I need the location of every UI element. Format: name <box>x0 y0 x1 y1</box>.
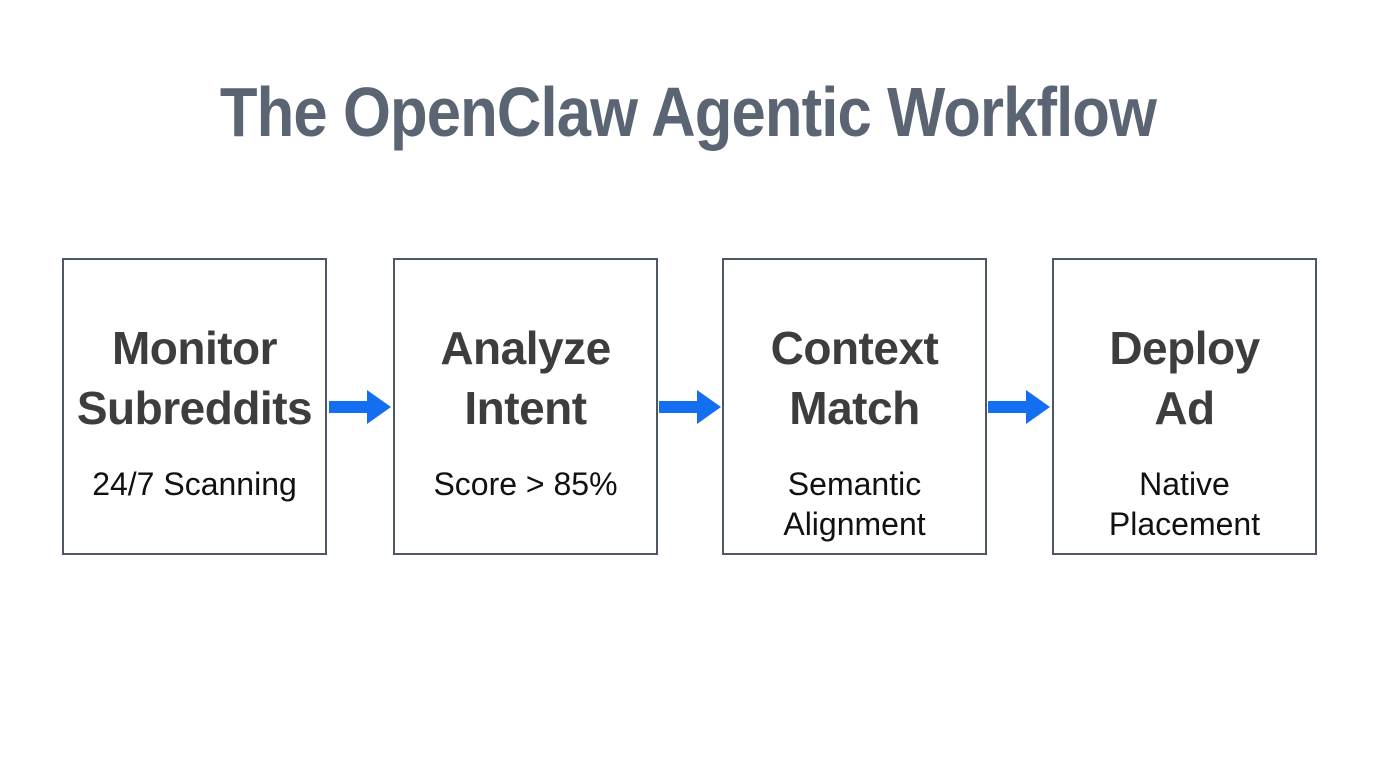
step-subtitle-line: Semantic <box>787 466 922 502</box>
step-subtitle: 24/7 Scanning <box>92 464 297 504</box>
flow-arrow-right-icon <box>659 390 721 424</box>
flow-step-context-match: Context Match Semantic Alignment <box>722 258 987 555</box>
flow-arrow-right-icon <box>329 390 391 424</box>
arrow-head <box>1026 390 1050 424</box>
step-subtitle: Native Placement <box>1109 464 1260 544</box>
step-subtitle: Score > 85% <box>433 464 617 504</box>
flow-step-analyze-intent: Analyze Intent Score > 85% <box>393 258 658 555</box>
step-title-line: Intent <box>464 382 587 434</box>
step-title: Monitor Subreddits <box>76 318 313 438</box>
step-title: Analyze Intent <box>440 318 611 438</box>
page-title: The OpenClaw Agentic Workflow <box>219 73 1157 151</box>
arrow-body <box>988 401 1028 413</box>
step-title-line: Context <box>770 322 939 374</box>
step-title-line: Ad <box>1154 382 1215 434</box>
flow-arrow-right-icon <box>988 390 1050 424</box>
arrow-head <box>367 390 391 424</box>
step-title: Deploy Ad <box>1109 318 1260 438</box>
arrow-body <box>659 401 699 413</box>
step-subtitle-line: Alignment <box>783 506 926 542</box>
step-subtitle-line: Score > 85% <box>433 466 618 502</box>
step-subtitle-line: 24/7 Scanning <box>92 466 297 502</box>
step-title-line: Match <box>789 382 920 434</box>
step-title-line: Monitor <box>111 322 278 374</box>
arrow-body <box>329 401 369 413</box>
flow-step-monitor-subreddits: Monitor Subreddits 24/7 Scanning <box>62 258 327 555</box>
step-subtitle: Semantic Alignment <box>783 464 925 544</box>
step-title: Context Match <box>771 318 939 438</box>
step-title-line: Deploy <box>1109 322 1260 374</box>
flow-step-deploy-ad: Deploy Ad Native Placement <box>1052 258 1317 555</box>
step-title-line: Subreddits <box>76 382 313 434</box>
step-title-line: Analyze <box>440 322 611 374</box>
arrow-head <box>697 390 721 424</box>
step-subtitle-line: Native <box>1139 466 1230 502</box>
step-subtitle-line: Placement <box>1108 506 1261 542</box>
